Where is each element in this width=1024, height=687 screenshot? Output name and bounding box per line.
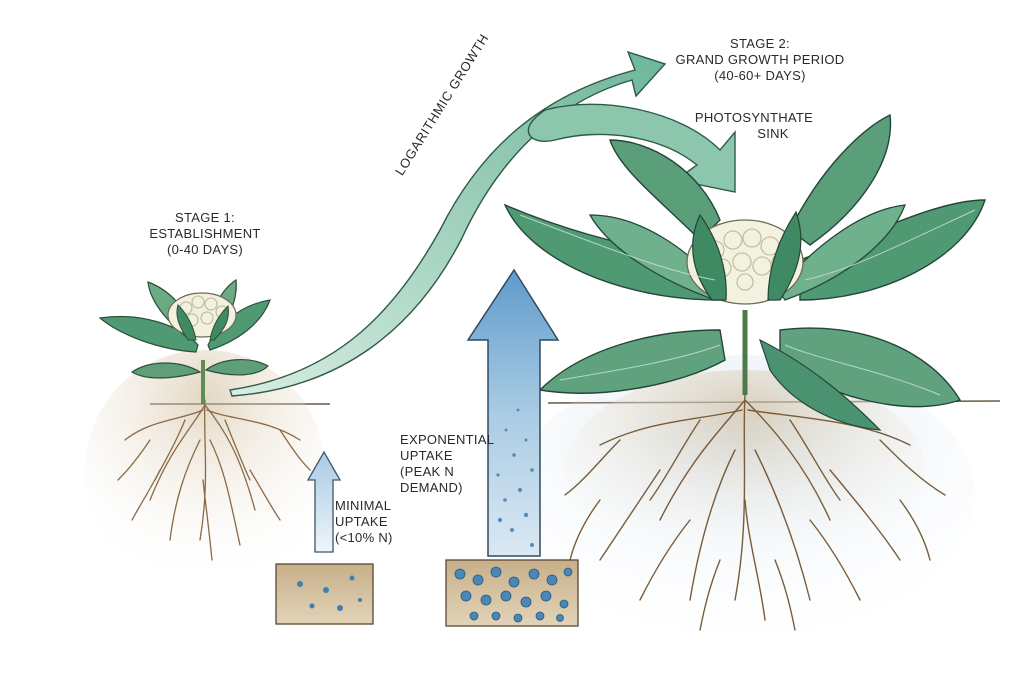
logarithmic-growth-arrow — [229, 50, 667, 397]
photosynthate-sink-arrow — [527, 103, 736, 193]
small-cauliflower-plant — [98, 278, 271, 404]
exponential-uptake-line3: (PEAK N — [400, 464, 455, 479]
exponential-uptake-line1: EXPONENTIAL — [400, 432, 495, 447]
stage1-label: STAGE 1: ESTABLISHMENT (0-40 DAYS) — [140, 210, 270, 258]
stage2-title: STAGE 2: — [730, 36, 790, 51]
stage2-label: STAGE 2: GRAND GROWTH PERIOD (40-60+ DAY… — [660, 36, 860, 84]
minimal-uptake-line1: MINIMAL — [335, 498, 392, 513]
exponential-uptake-line4: DEMAND) — [400, 480, 463, 495]
minimal-uptake-line2: UPTAKE — [335, 514, 388, 529]
mature-cauliflower-plant — [503, 113, 986, 431]
minimal-uptake-arrow — [306, 450, 342, 553]
stage2-duration: (40-60+ DAYS) — [714, 68, 806, 83]
stage2-name: GRAND GROWTH PERIOD — [675, 52, 845, 67]
exponential-uptake-label: EXPONENTIAL UPTAKE (PEAK N DEMAND) — [400, 432, 494, 496]
sink-line2: SINK — [757, 126, 789, 141]
soil-sample-small — [275, 563, 374, 625]
stage1-duration: (0-40 DAYS) — [166, 242, 244, 257]
small-plant-roots — [85, 350, 325, 590]
photosynthate-sink-label: PHOTOSYNTHATE SINK — [694, 110, 814, 142]
stage1-title: STAGE 1: — [175, 210, 235, 225]
stage1-name: ESTABLISHMENT — [149, 226, 261, 241]
sink-line1: PHOTOSYNTHATE — [694, 110, 814, 125]
soil-sample-large — [445, 559, 579, 627]
minimal-uptake-line3: (<10% N) — [335, 530, 393, 545]
minimal-uptake-label: MINIMAL UPTAKE (<10% N) — [335, 498, 393, 546]
exponential-uptake-line2: UPTAKE — [400, 448, 453, 463]
exponential-uptake-arrow — [466, 268, 560, 557]
